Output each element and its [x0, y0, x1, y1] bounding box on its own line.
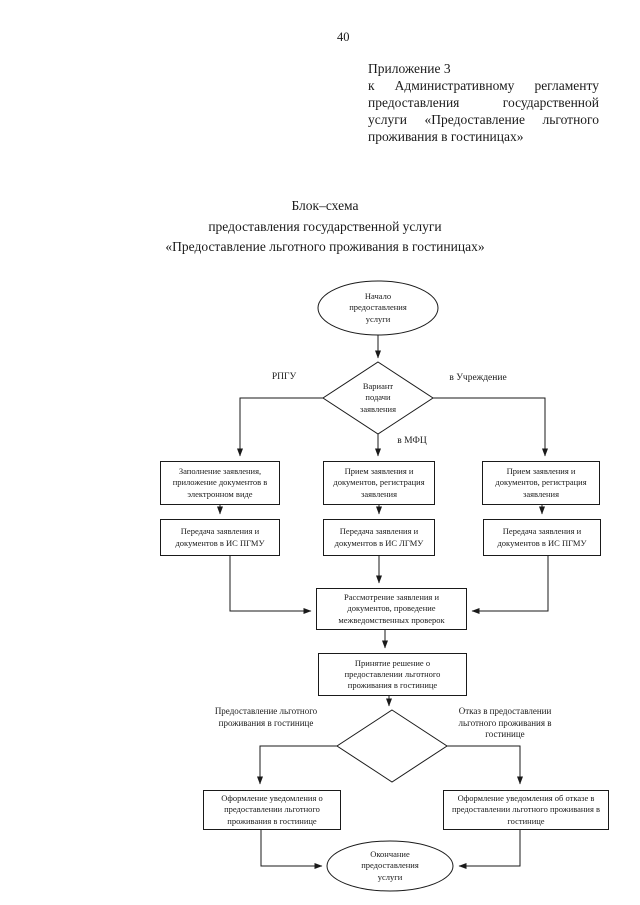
edge-grant-to-end: [261, 830, 323, 869]
appendix-line: проживания в гостиницах»: [368, 129, 524, 144]
title-line: «Предоставление льготного проживания в г…: [165, 239, 485, 254]
edge-diamond-refuse: [447, 746, 523, 785]
edge-label-grant: Предоставление льготного проживания в го…: [214, 706, 318, 728]
edge-variant-institution: [433, 398, 548, 457]
appendix-header: Приложение 3 к Административному регламе…: [368, 60, 599, 145]
edge-label-refuse: Отказ в предоставлении льготного прожива…: [458, 706, 552, 740]
node-accept-institution: Прием заявления и документов, регистраци…: [482, 461, 600, 505]
edge-label-mfc: в МФЦ: [397, 436, 427, 446]
edge-transfer-left-to-review: [230, 556, 312, 614]
appendix-line: услуги «Предоставление льготного: [368, 112, 599, 127]
edge-transfer-right-to-review: [471, 556, 548, 614]
edge-diamond-grant: [257, 746, 337, 785]
node-review: Рассмотрение заявления и документов, про…: [316, 588, 467, 630]
edge-label-rpgu: РПГУ: [271, 372, 297, 382]
variant-node-label: Вариант подачи заявления: [360, 380, 396, 414]
node-transfer-right: Передача заявления и документов в ИС ПГМ…: [483, 519, 601, 556]
edge-variant-rpgu: [237, 398, 323, 457]
node-decide: Принятие решение о предоставлении льготн…: [318, 653, 467, 696]
start-node-label: Начало предоставления услуги: [349, 290, 407, 324]
document-title: Блок–схема предоставления государственно…: [25, 196, 625, 258]
appendix-line: предоставления государственной: [368, 95, 599, 110]
edge-refuse-to-end: [458, 830, 520, 869]
end-oval-shape: [327, 841, 453, 891]
node-notify-refuse: Оформление уведомления об отказе в предо…: [443, 790, 609, 830]
title-line: Блок–схема: [291, 198, 359, 213]
node-transfer-left: Передача заявления и документов в ИС ПГМ…: [160, 519, 280, 556]
appendix-line: к Административному регламенту: [368, 78, 599, 93]
node-accept-mfc: Прием заявления и документов, регистраци…: [323, 461, 435, 505]
edge-label-institution: в Учреждение: [449, 373, 507, 383]
node-notify-grant: Оформление уведомления о предоставлении …: [203, 790, 341, 830]
end-node-label: Окончание предоставления услуги: [361, 848, 419, 882]
node-fill-application: Заполнение заявления, приложение докумен…: [160, 461, 280, 505]
node-transfer-mid: Передача заявления и документов в ИС ЛГМ…: [323, 519, 435, 556]
title-line: предоставления государственной услуги: [208, 218, 442, 234]
page-number: 40: [337, 30, 350, 44]
grant-refuse-diamond-shape: [337, 710, 447, 782]
appendix-line: Приложение 3: [368, 61, 451, 76]
